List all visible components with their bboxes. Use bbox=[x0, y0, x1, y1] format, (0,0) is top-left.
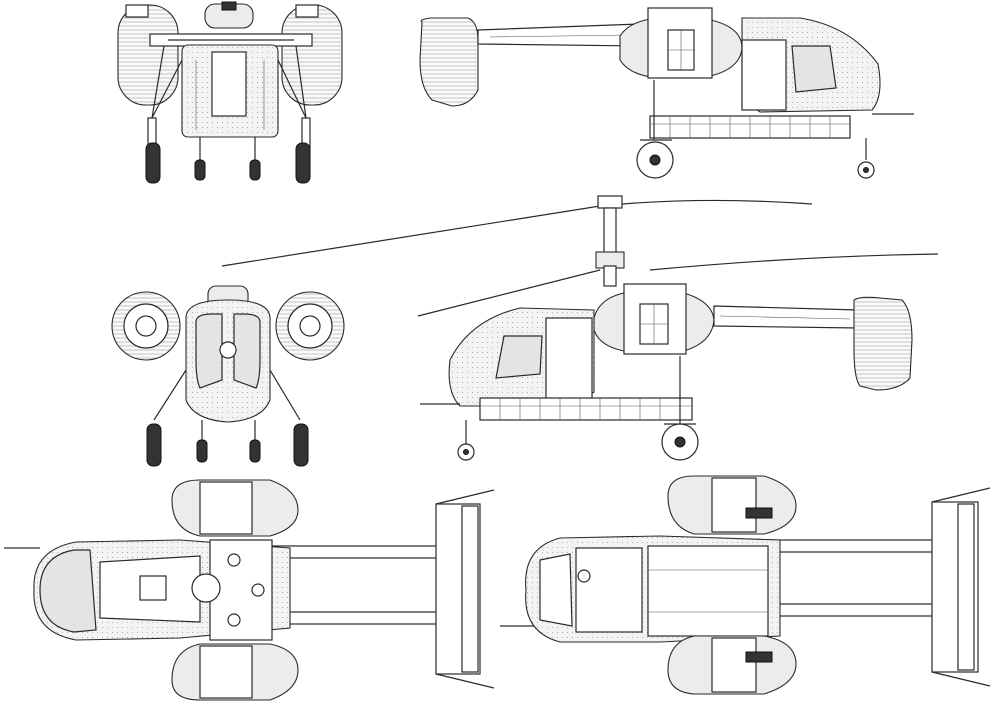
top-view bbox=[4, 479, 495, 701]
bottom-view bbox=[500, 475, 991, 695]
front-view-upper bbox=[117, 1, 343, 184]
side-view-right-upper bbox=[419, 7, 914, 179]
front-view-lower bbox=[111, 285, 345, 467]
side-view-left-rotors bbox=[221, 195, 939, 461]
